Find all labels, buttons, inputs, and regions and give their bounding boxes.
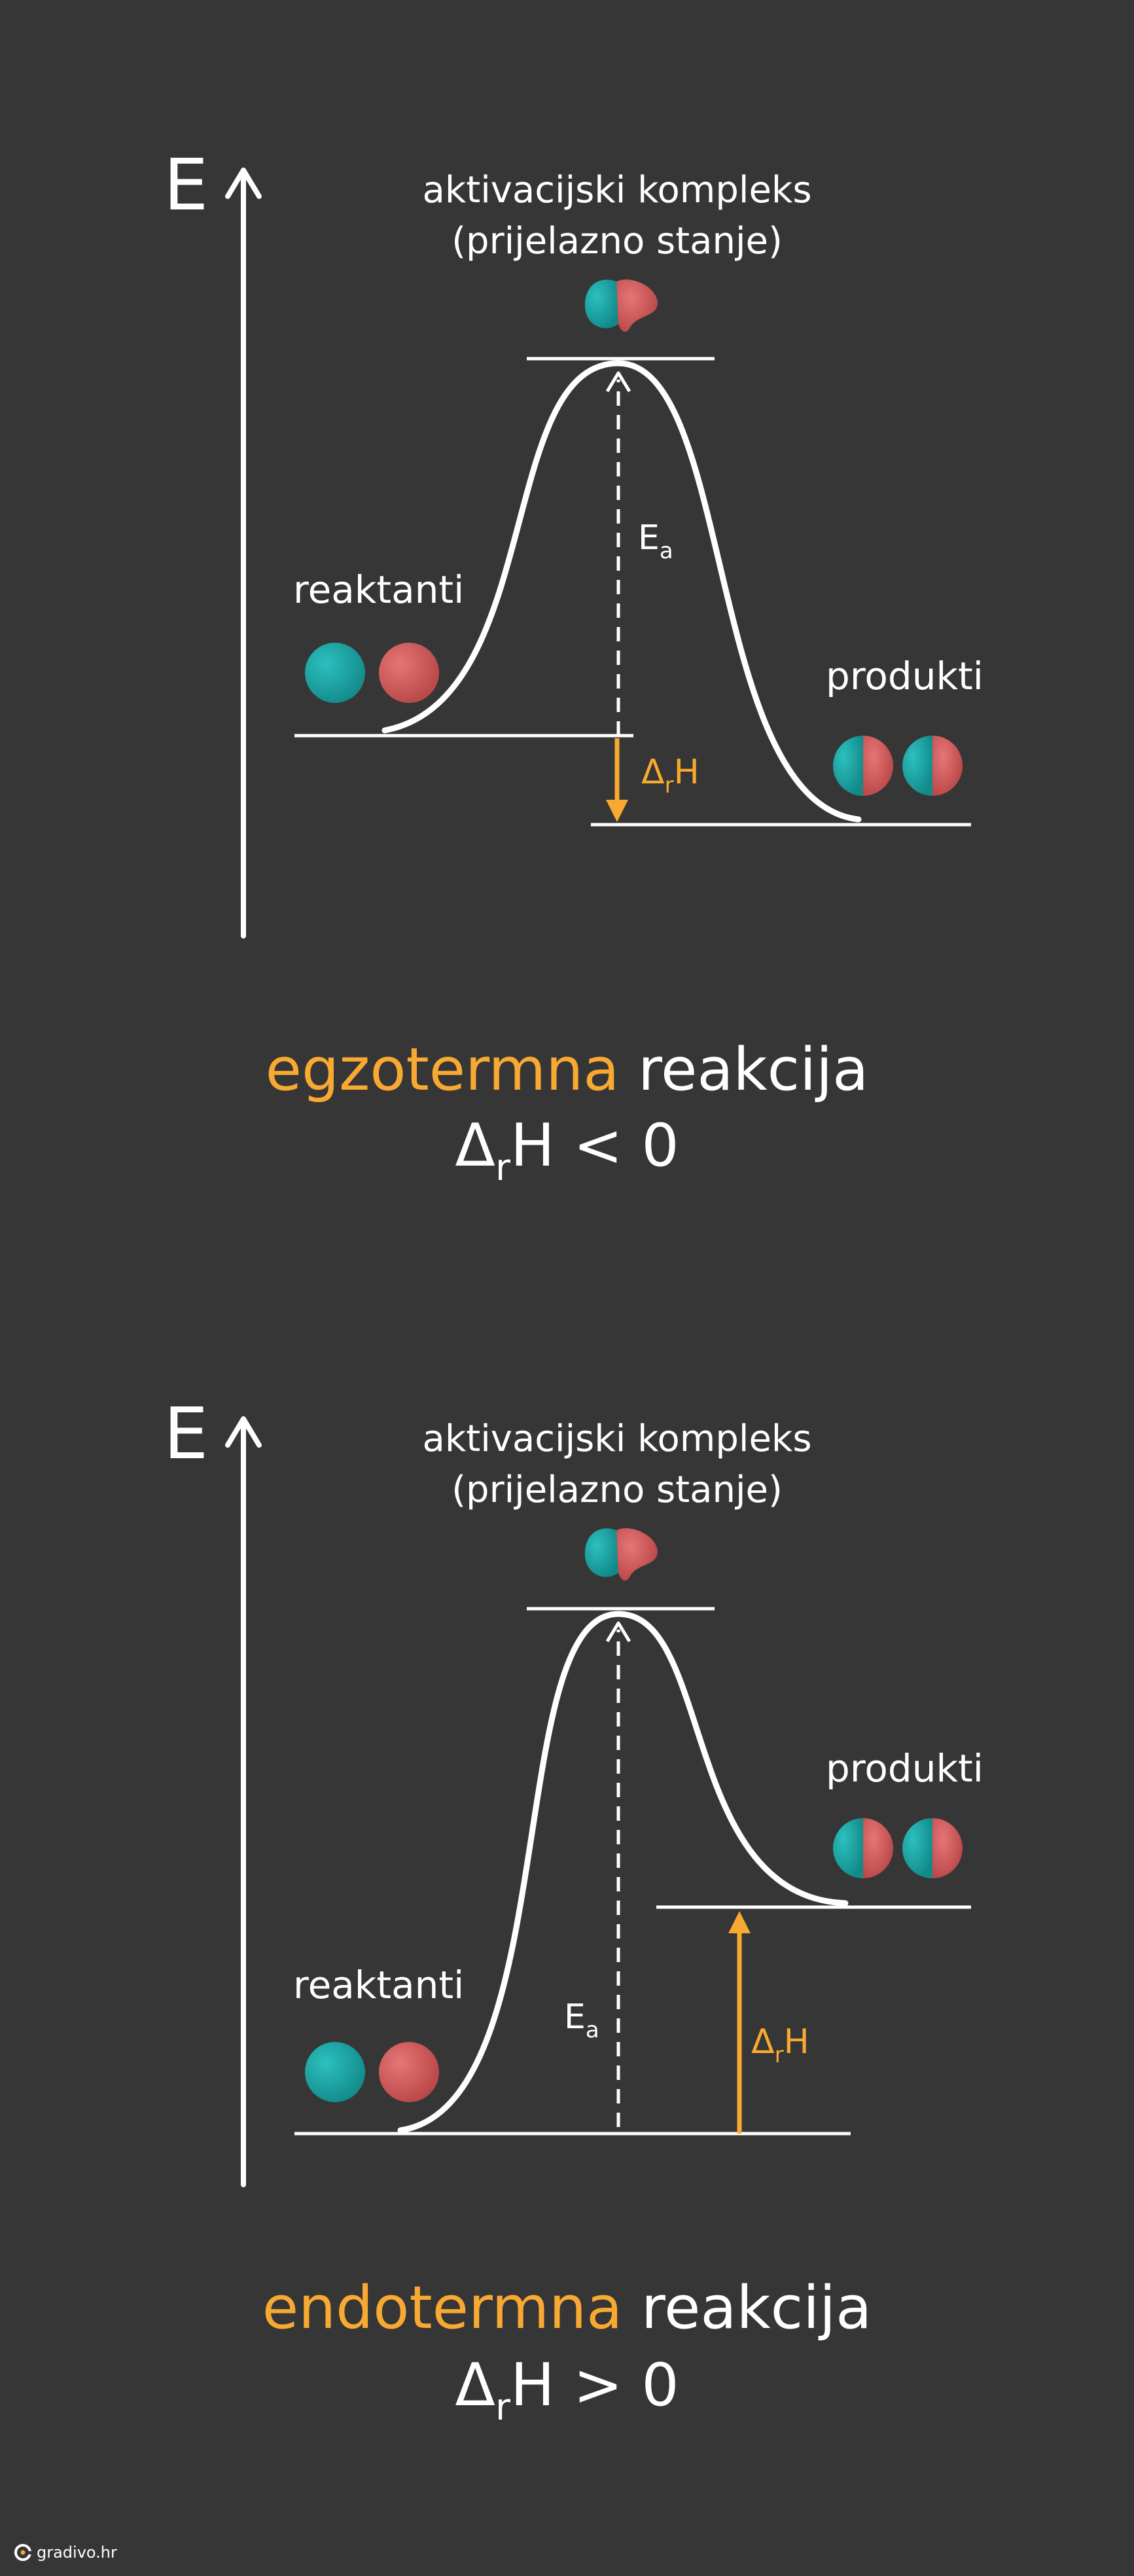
- brand-name: gradivo.hr: [37, 2543, 117, 2562]
- activated-complex-molecule: [584, 1528, 658, 1581]
- activated-complex-label-line2: (prijelazno stanje): [452, 1469, 783, 1511]
- reactant-molecule-red: [379, 2042, 439, 2102]
- endothermic-energy-diagram: [225, 1416, 971, 2187]
- energy-axis-arrowhead: [225, 1416, 262, 1448]
- activation-energy-arrowhead: [605, 371, 631, 393]
- energy-curve: [381, 360, 862, 823]
- enthalpy-arrowhead: [606, 800, 628, 822]
- product-molecule-2: [902, 1818, 963, 1878]
- energy-axis-label: E: [164, 145, 209, 226]
- enthalpy-label: ΔrH: [641, 753, 700, 798]
- enthalpy-label: ΔrH: [751, 2022, 809, 2068]
- products-label: produkti: [826, 654, 983, 698]
- activation-energy-arrowhead: [605, 1621, 631, 1643]
- reactant-molecule-teal: [305, 643, 365, 703]
- energy-axis-label: E: [164, 1393, 209, 1475]
- activation-energy-label: Ea: [638, 518, 673, 564]
- endothermic-diagram: E aktivacijski kompleks (prijelazno stan…: [0, 1249, 1134, 2492]
- reaction-type-caption: egzotermna reakcija: [265, 1035, 869, 1104]
- energy-axis-arrowhead: [225, 168, 262, 199]
- reactant-molecule-red: [379, 643, 439, 703]
- product-molecule-1: [833, 736, 893, 796]
- product-molecule-2: [902, 736, 963, 796]
- products-label: produkti: [826, 1746, 983, 1791]
- product-molecule-1: [833, 1818, 893, 1878]
- enthalpy-condition: ΔrH < 0: [455, 1111, 679, 1189]
- enthalpy-arrowhead: [728, 1911, 751, 1933]
- reactants-label: reaktanti: [293, 1963, 465, 2007]
- activated-complex-label: aktivacijski kompleks (prijelazno stanje…: [355, 165, 879, 267]
- activated-complex-label-line1: aktivacijski kompleks: [422, 1418, 812, 1460]
- energy-curve: [397, 1611, 849, 2134]
- reactants-label: reaktanti: [293, 567, 465, 612]
- activated-complex-label: aktivacijski kompleks (prijelazno stanje…: [355, 1414, 879, 1516]
- activation-energy-label: Ea: [564, 1997, 599, 2043]
- brand-logo[interactable]: gradivo.hr: [14, 2543, 117, 2562]
- reaction-type-caption: endotermna reakcija: [262, 2274, 872, 2342]
- enthalpy-condition: ΔrH > 0: [455, 2351, 679, 2429]
- activated-complex-molecule: [584, 279, 658, 332]
- exothermic-energy-diagram: [225, 168, 971, 939]
- activated-complex-label-line1: aktivacijski kompleks: [422, 169, 812, 211]
- exothermic-diagram: E aktivacijski kompleks (prijelazno stan…: [0, 0, 1134, 1243]
- gradivo-logo-icon: [14, 2544, 31, 2561]
- activated-complex-label-line2: (prijelazno stanje): [452, 220, 783, 262]
- reactant-molecule-teal: [305, 2042, 365, 2102]
